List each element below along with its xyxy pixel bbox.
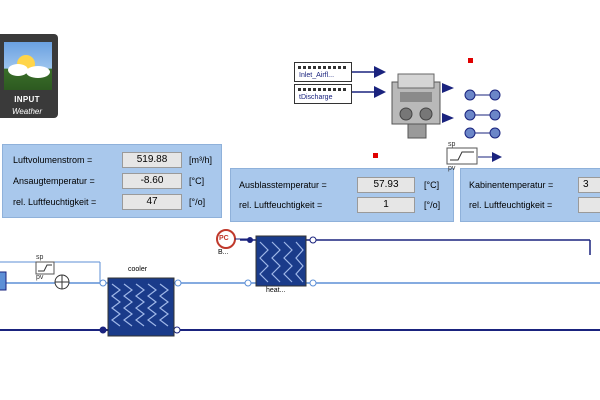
input1-label: Inlet_Airfl... [299,72,335,79]
weather-image [4,42,52,90]
port-heat-tr [309,236,317,244]
input2-arrow [374,86,386,98]
input1-arrow [374,66,386,78]
heater-label: heat... [266,287,286,294]
port-cooler-br [173,326,181,334]
input2-label: tDischarge [299,94,333,101]
intake-row3-label: rel. Luftfeuchtigkeit = [13,197,97,207]
heater-coil [259,241,304,283]
intake-row2-value[interactable]: -8.60 [122,173,182,189]
engine-output-arrow2 [442,113,454,123]
input1-ruler [298,66,346,69]
input1-block[interactable]: Inlet_Airfl... [294,62,352,82]
panel-cabin: Kabinentemperatur = 3 rel. Luftfeuchtigk… [460,168,600,222]
weather-block[interactable]: INPUT Weather [0,34,58,118]
node-b [489,89,501,101]
controller-glyph [450,151,474,161]
input2-block[interactable]: tDischarge [294,84,352,104]
cabin-row2-value[interactable] [578,197,600,213]
cabin-row1-label: Kabinentemperatur = [469,180,554,190]
intake-row1-value[interactable]: 519.88 [122,152,182,168]
port-heat-l [244,279,252,287]
intake-row1-label: Luftvolumenstrom = [13,155,93,165]
outlet-row2-label: rel. Luftfeuchtigkeit = [239,200,323,210]
fan-pv-label: pv [36,274,44,281]
marker2 [373,153,378,158]
cooler-label: cooler [128,266,148,273]
outlet-row2-unit: [°/o] [424,200,441,210]
port-heat-tl [247,237,253,243]
input2-ruler [298,88,346,91]
node-d [489,109,501,121]
controller-box [446,147,478,165]
panel-outlet: Ausblasstemperatur = 57.93 [°C] rel. Luf… [230,168,454,222]
intake-row3-value[interactable]: 47 [122,194,182,210]
outlet-row1-label: Ausblasstemperatur = [239,180,327,190]
port-cooler-bl [99,326,107,334]
intake-row2-label: Ansaugtemperatur = [13,176,95,186]
port-heat-r [309,279,317,287]
cabin-row1-value[interactable]: 3 [578,177,600,193]
weather-name: Weather [11,107,43,116]
intake-row3-unit: [°/o] [189,197,206,207]
sensor-label: B... [218,249,229,256]
weather-input-label: INPUT [14,95,40,104]
node-a [464,89,476,101]
engine-icon[interactable] [386,68,448,146]
controller-pv-label: pv [448,165,456,172]
intake-row1-unit: [m³/h] [189,155,213,165]
port-cooler-r [174,279,182,287]
node-e [464,127,476,139]
controller-sp-label: sp [448,141,456,148]
fan-sp-label: sp [36,254,44,261]
cabin-row2-label: rel. Luftfeuchtigkeit = [469,200,553,210]
node-c [464,109,476,121]
controller-arrow [492,152,502,162]
engine-output-arrow1 [442,83,454,93]
sun-cloud-icon [8,55,50,78]
fan-controller-glyph [38,264,52,272]
node-f [489,127,501,139]
marker1 [468,58,473,63]
outlet-row1-unit: [°C] [424,180,440,190]
outlet-row1-value[interactable]: 57.93 [357,177,415,193]
intake-row2-unit: [°C] [189,176,205,186]
panel-intake: Luftvolumenstrom = 519.88 [m³/h] Ansaugt… [2,144,222,218]
pump-label: PC [219,235,229,242]
inlet-source [0,271,7,291]
outlet-row2-value[interactable]: 1 [357,197,415,213]
port-cooler-l [99,279,107,287]
cooler-coil [111,283,169,327]
